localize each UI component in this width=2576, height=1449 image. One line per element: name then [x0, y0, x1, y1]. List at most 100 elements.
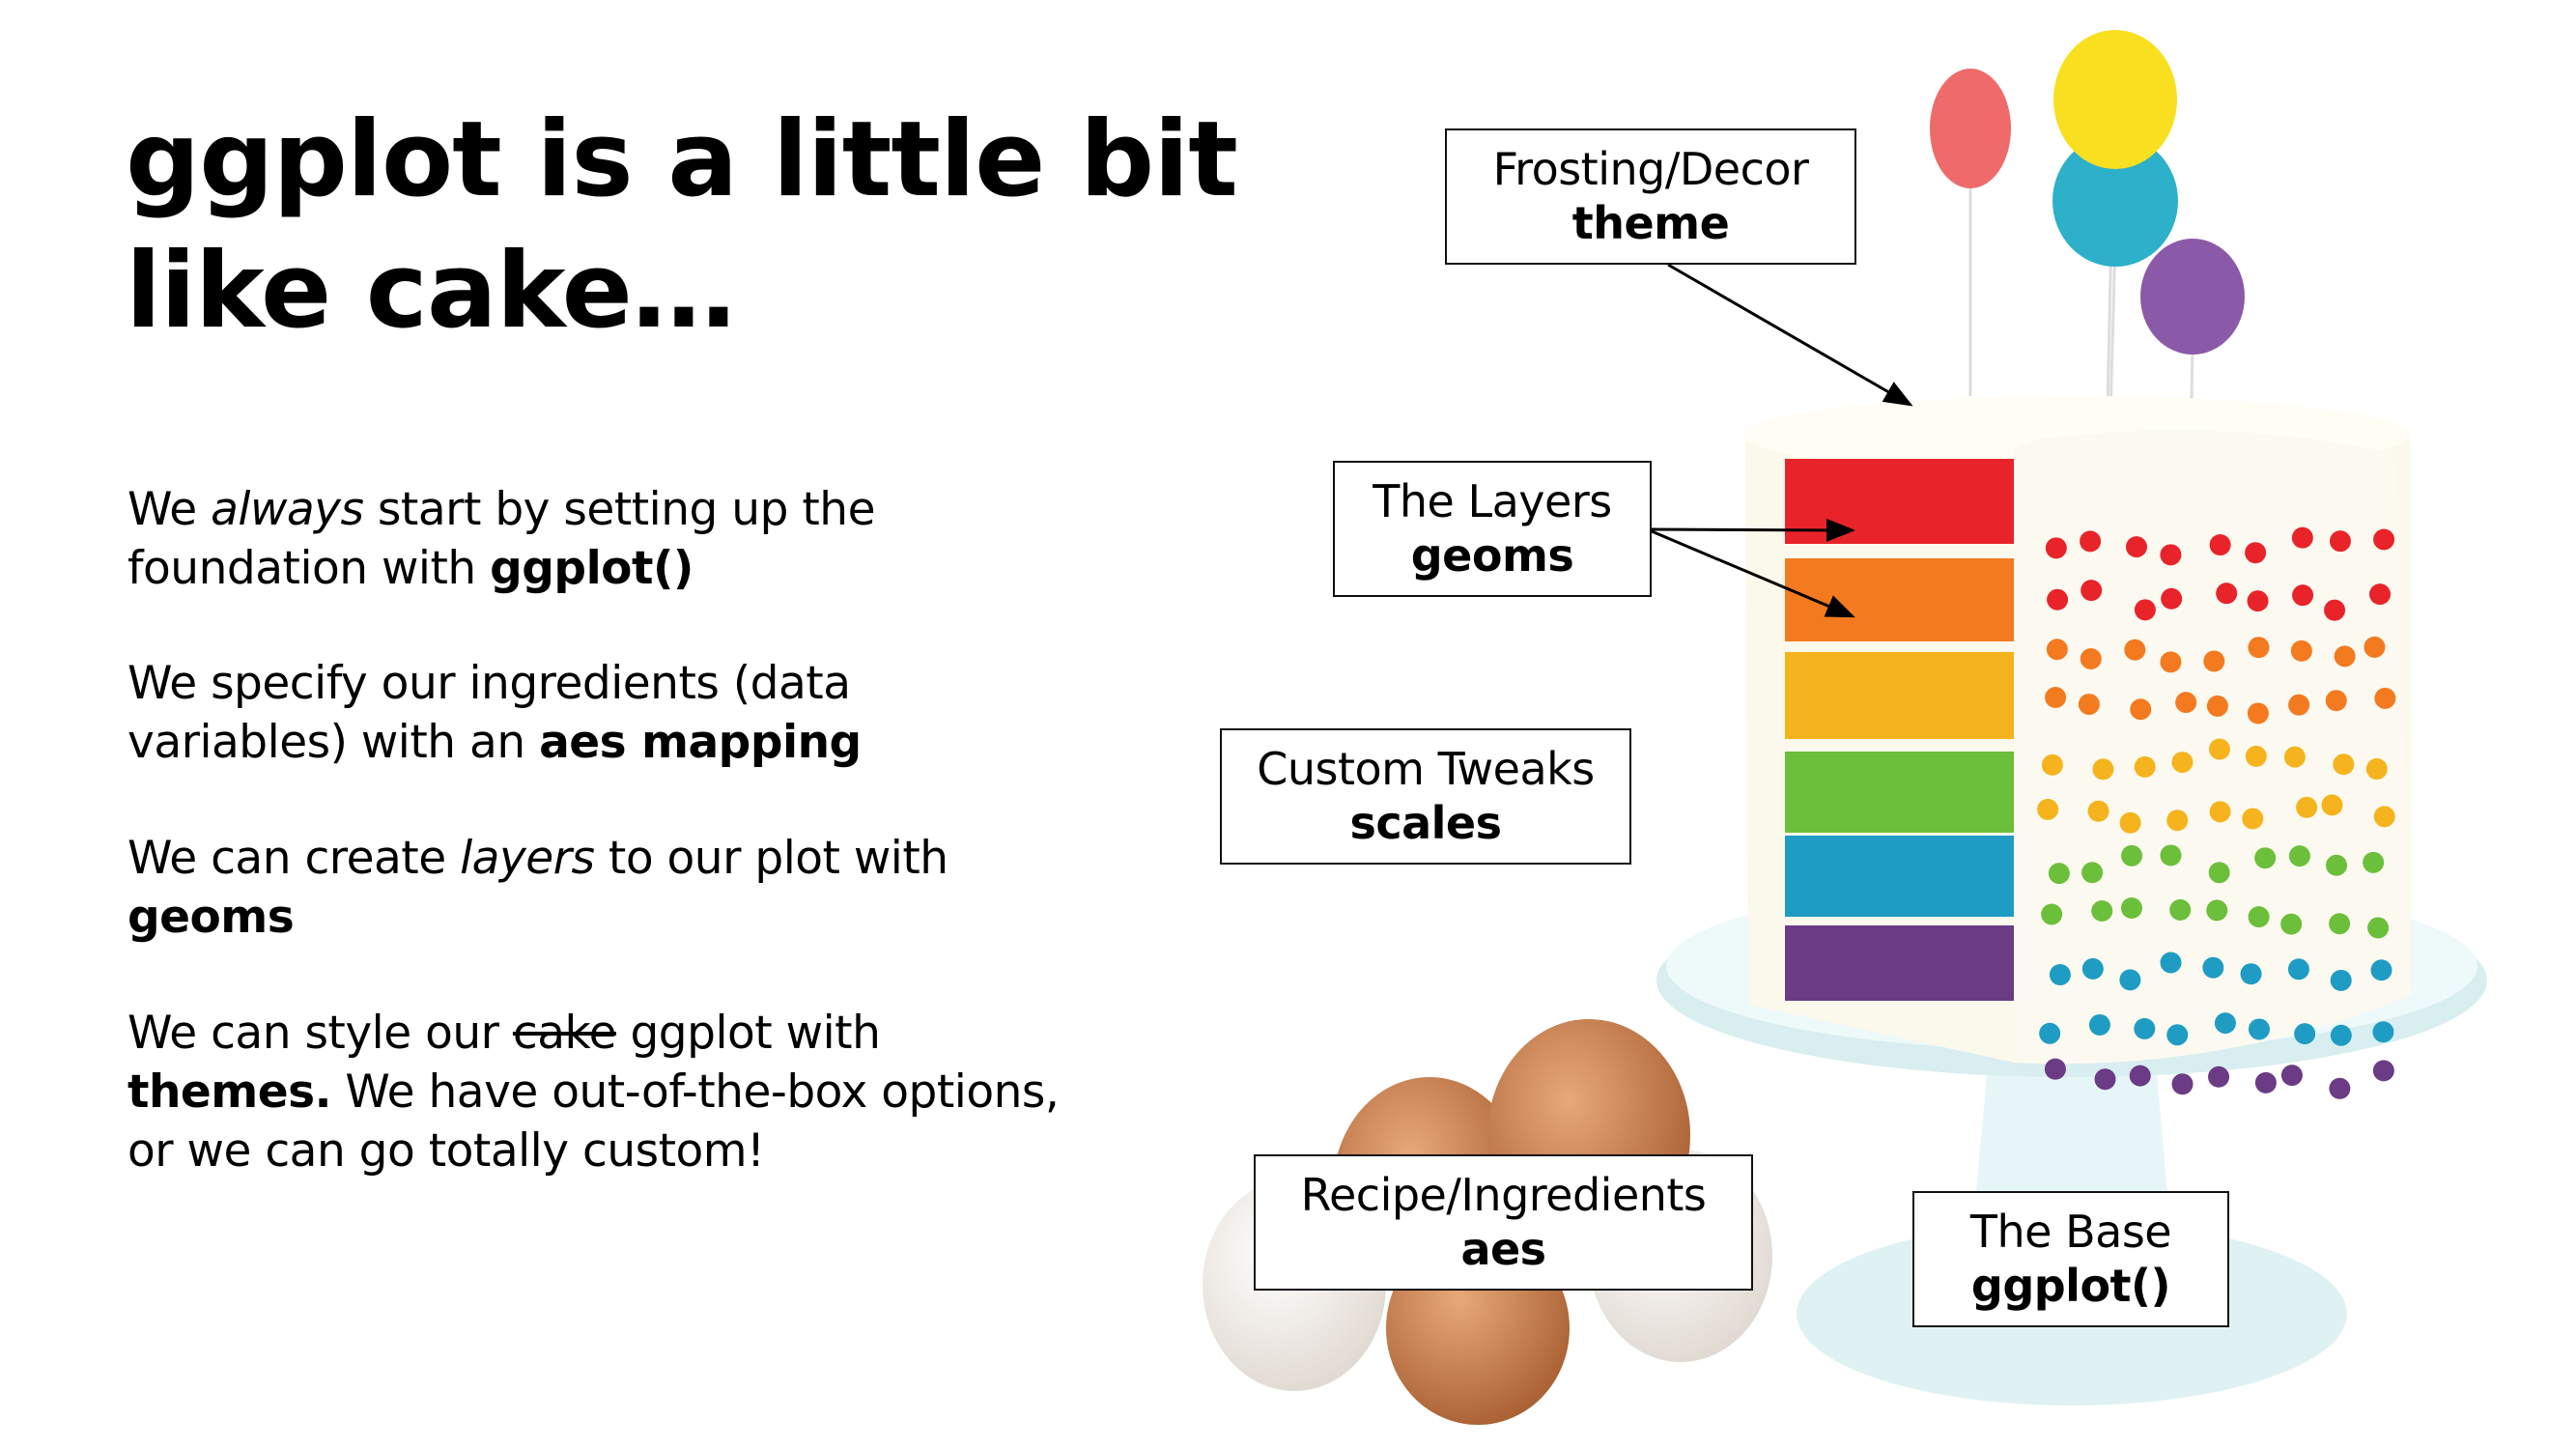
bold-text: aes mapping	[539, 716, 862, 769]
label-keyword: ggplot()	[1970, 1260, 2171, 1312]
sprinkle	[2048, 863, 2070, 885]
sprinkle	[2092, 758, 2114, 781]
text: start by setting up the	[363, 483, 876, 536]
sprinkle	[2208, 1065, 2230, 1088]
sprinkle	[2041, 753, 2063, 776]
sprinkle	[2134, 599, 2156, 621]
text: We can style our	[127, 1007, 513, 1060]
sprinkle	[2283, 746, 2306, 768]
label-text: Frosting/Decor	[1492, 143, 1809, 195]
sprinkle	[2292, 584, 2314, 607]
arrow-geoms-1	[1651, 518, 1855, 542]
sprinkle	[2363, 851, 2385, 873]
text: foundation with	[127, 542, 491, 595]
sprinkle	[2124, 639, 2146, 661]
sprinkle	[2121, 844, 2143, 867]
sprinkle	[2280, 913, 2303, 935]
sprinkle	[2245, 745, 2267, 767]
sprinkle	[2078, 694, 2100, 716]
strikethrough-text: cake	[512, 1007, 617, 1060]
sprinkle	[2160, 844, 2182, 867]
sprinkle	[2208, 738, 2230, 760]
cake	[1743, 396, 2411, 1099]
sprinkle	[2045, 686, 2067, 708]
label-text: Recipe/Ingredients	[1300, 1169, 1707, 1221]
sprinkle	[2373, 528, 2395, 551]
sprinkle	[2290, 639, 2312, 662]
sprinkle	[2248, 1018, 2270, 1040]
sprinkle	[2119, 811, 2141, 834]
text: We have out-of-the-box options,	[330, 1065, 1060, 1119]
sprinkle	[2294, 1023, 2316, 1045]
text: to our plot with	[594, 832, 948, 885]
sprinkle	[2326, 854, 2348, 876]
sprinkle	[2044, 1058, 2066, 1080]
sprinkle	[2094, 1068, 2116, 1091]
sprinkle	[2125, 536, 2147, 558]
sprinkle	[2203, 650, 2225, 672]
sprinkle	[2372, 1021, 2394, 1043]
sprinkle	[2330, 969, 2352, 991]
paragraph-layers: We can create layers to our plot with ge…	[127, 829, 948, 947]
sprinkle	[2171, 752, 2194, 774]
text: We specify our ingredients (data	[127, 657, 851, 710]
sprinkle	[2329, 530, 2351, 553]
label-text: The Layers	[1373, 475, 1612, 527]
sprinkle	[2047, 588, 2069, 611]
sprinkle	[2324, 599, 2346, 621]
slide-title: ggplot is a little bit like cake…	[126, 95, 1238, 357]
balloons	[1930, 30, 2245, 445]
emphasis-text: layers	[460, 832, 595, 885]
sprinkle	[2247, 590, 2269, 612]
sprinkle	[2216, 582, 2238, 605]
sprinkle	[2365, 758, 2388, 781]
sprinkle	[2288, 845, 2310, 867]
sprinkle	[2329, 913, 2351, 935]
label-keyword: geoms	[1410, 529, 1574, 582]
sprinkle	[2280, 1065, 2303, 1087]
sprinkle	[2171, 1073, 2194, 1095]
sprinkle	[2160, 651, 2182, 673]
sprinkle	[2088, 1013, 2110, 1036]
sprinkle	[2134, 1017, 2156, 1039]
sprinkles	[2037, 526, 2396, 1099]
emphasis-text: always	[211, 483, 364, 536]
sprinkle	[2046, 639, 2068, 661]
sprinkle	[2373, 806, 2395, 828]
sprinkle	[2240, 963, 2262, 985]
sprinkle	[2369, 583, 2392, 606]
label-frosting-theme: Frosting/Decor theme	[1445, 128, 1856, 265]
sprinkle	[2214, 1012, 2236, 1035]
sprinkle	[2208, 862, 2230, 884]
text: We can create	[127, 832, 461, 885]
sprinkle	[2325, 690, 2347, 712]
label-text: The Base	[1969, 1206, 2172, 1258]
sprinkle	[2287, 958, 2309, 980]
sprinkle	[2134, 755, 2156, 778]
sprinkle	[2247, 702, 2269, 724]
cake-layer	[1785, 925, 2026, 1001]
sprinkle	[2209, 801, 2231, 823]
paragraph-themes: We can style our cake ggplot with themes…	[127, 1004, 1060, 1180]
bold-text: themes.	[127, 1065, 331, 1119]
text: ggplot with	[616, 1007, 881, 1060]
sprinkle	[2329, 1077, 2351, 1099]
label-keyword: aes	[1460, 1223, 1546, 1275]
sprinkle	[2037, 798, 2059, 820]
sprinkle	[2091, 900, 2113, 923]
sprinkle	[2242, 808, 2264, 830]
sprinkle	[2045, 537, 2067, 559]
sprinkle	[2248, 906, 2270, 928]
label-keyword: theme	[1571, 197, 1730, 249]
sprinkle	[2166, 1024, 2189, 1046]
sprinkle	[2333, 753, 2355, 776]
sprinkle	[2248, 637, 2270, 659]
cake-layer	[1785, 752, 2026, 833]
label-keyword: scales	[1349, 797, 1502, 849]
sprinkle	[2120, 897, 2142, 920]
paragraph-foundation: We always start by setting up the founda…	[127, 480, 875, 598]
sprinkle	[2130, 698, 2152, 721]
sprinkle	[2364, 636, 2386, 658]
sprinkle	[2288, 694, 2310, 716]
